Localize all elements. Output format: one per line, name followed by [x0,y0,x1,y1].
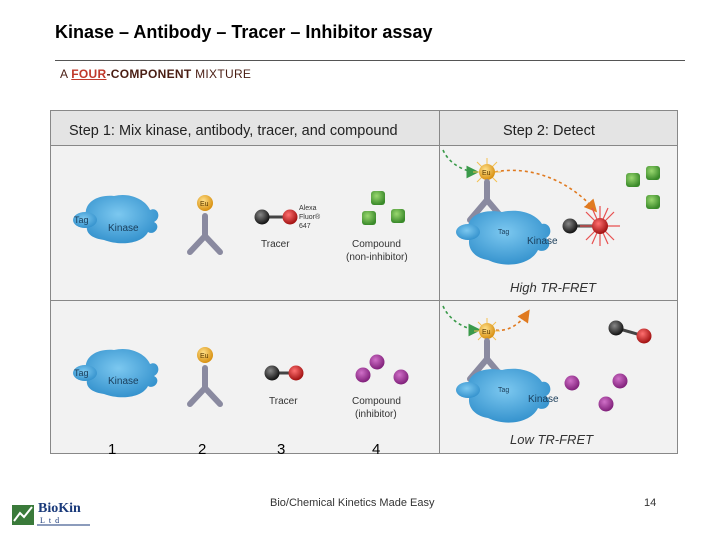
tag-label-step2-bottom: Tag [498,387,509,394]
tracer-bottom: Tracer [264,365,304,407]
footer-text: Bio/Chemical Kinetics Made Easy [270,497,435,509]
tracer-label-bottom: Tracer [269,396,298,407]
component-number-3: 3 [277,441,285,454]
compound-non-inhibitor: Compound (non-inhibitor) [346,191,408,263]
tag-label-top: Tag [74,215,89,225]
eu-label-step2-top: Eu [482,170,491,177]
step2-bottom-complex: Eu Tag Kinase Low TR-FRET [442,305,652,447]
title-divider [55,60,685,61]
tracer-label-top: Tracer [261,239,290,250]
biokin-logo [12,505,90,526]
compound-label-top: Compound [352,239,401,250]
kinase-top: Tag Kinase [73,194,159,244]
slide-subtitle: A FOUR-COMPONENT MIXTURE [60,67,251,81]
tag-label-bottom: Tag [74,368,89,378]
alexa-label-3: 647 [299,223,311,230]
subtitle-prefix: A [60,67,72,81]
subtitle-component: -COMPONENT [106,67,192,81]
step2-header-bg [440,111,677,145]
step2-header: Step 2: Detect [503,123,595,139]
subtitle-suffix: MIXTURE [191,67,252,81]
kinase-label-bottom: Kinase [108,376,139,387]
component-number-1: 1 [108,441,116,454]
slide-title: Kinase – Antibody – Tracer – Inhibitor a… [55,22,433,42]
tag-label-step2-top: Tag [498,229,509,236]
component-number-4: 4 [372,441,380,454]
compound-label-bottom: Compound [352,396,401,407]
eu-label-top: Eu [200,201,209,208]
step1-header-bg [51,111,439,145]
eu-label-step2-bottom: Eu [482,329,491,336]
diagram-frame [50,110,678,454]
kinase-label-step2-bottom: Kinase [528,394,559,405]
step1-header: Step 1: Mix kinase, antibody, tracer, an… [69,123,398,139]
step2-top-complex: Eu Tag Kinase High TR-FRET [442,149,660,295]
inhibitor-label: (inhibitor) [355,409,397,420]
tracer-top: Alexa Fluor® 647 Tracer [254,205,321,250]
alexa-label-2: Fluor® [299,213,321,221]
subtitle-highlight: FOUR [71,67,107,81]
antibody-top: Eu [187,195,223,255]
component-number-2: 2 [198,441,206,454]
assay-diagram: Step 1: Mix kinase, antibody, tracer, an… [50,110,678,454]
logo-text: BioKin [38,501,81,516]
non-inhibitor-label: (non-inhibitor) [346,252,408,263]
kinase-bottom: Tag Kinase [73,348,159,398]
kinase-label-step2-top: Kinase [527,236,558,247]
kinase-label-top: Kinase [108,223,139,234]
compound-inhibitor: Compound (inhibitor) [352,354,409,420]
page-number: 14 [644,497,657,509]
eu-label-bottom: Eu [200,353,209,360]
alexa-label-1: Alexa [299,205,317,212]
low-fret-label: Low TR-FRET [510,432,594,447]
logo-subtext: Ltd [40,516,64,525]
antibody-bottom: Eu [187,347,223,407]
high-fret-label: High TR-FRET [510,280,597,295]
